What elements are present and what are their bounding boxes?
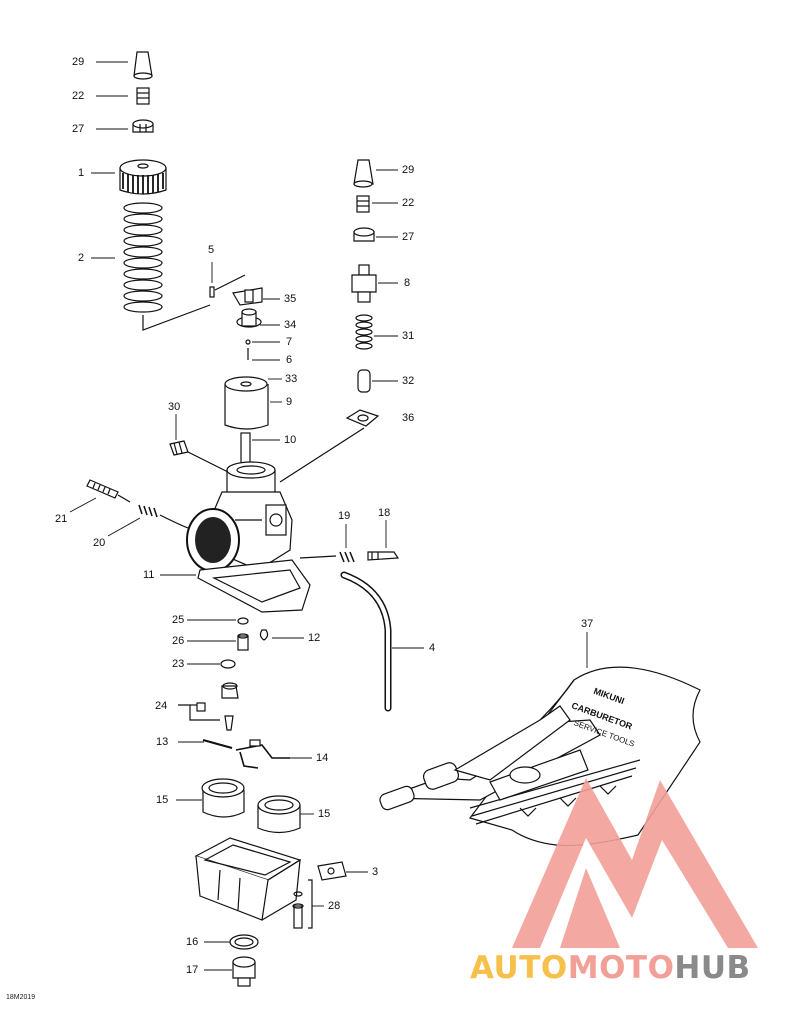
part-20-spring	[138, 504, 158, 518]
part-28-screws	[292, 891, 304, 929]
callout-7: 7	[286, 336, 293, 348]
bracket-24	[178, 704, 220, 721]
part-8-starter-plunger-nut	[351, 264, 377, 303]
part-34-needle-holder	[236, 308, 262, 328]
callout-13: 13	[156, 736, 169, 748]
part-7-washer	[245, 339, 251, 345]
part-21-air-screw	[86, 479, 131, 503]
callout-8: 8	[404, 277, 411, 289]
part-3-bracket	[317, 861, 347, 881]
part-14-float-arm	[235, 739, 290, 769]
assembly-line-30	[187, 451, 229, 473]
part-32-plunger	[357, 369, 371, 393]
callout-26: 26	[172, 635, 185, 647]
callout-11: 11	[143, 569, 155, 581]
part-26-needle-jet	[237, 633, 249, 651]
callout-14: 14	[316, 752, 329, 764]
assembly-line-20	[159, 514, 189, 529]
part-22-adjuster-left	[136, 87, 150, 105]
part-31-spring	[355, 314, 373, 350]
callout-33: 33	[285, 373, 298, 385]
callout-3: 3	[372, 866, 379, 878]
callout-24: 24	[155, 700, 168, 712]
part-12-clip	[259, 629, 269, 641]
callout-32: 32	[402, 375, 415, 387]
callout-10: 10	[284, 434, 297, 446]
callout-19: 19	[338, 510, 351, 522]
assembly-line-19	[299, 555, 337, 559]
callout-15-right: 15	[318, 808, 331, 820]
callout-18: 18	[378, 507, 391, 519]
callout-21: 21	[55, 513, 68, 525]
part-10-jet-needle	[240, 432, 251, 466]
assembly-line-spring	[142, 304, 211, 331]
drawing-code: 18M2019	[6, 994, 36, 1001]
part-29-cap-left	[133, 51, 153, 80]
callout-27-right: 27	[402, 231, 415, 243]
callout-37: 37	[581, 618, 594, 630]
part-22-adjuster-right	[356, 195, 370, 213]
callout-22-left: 22	[72, 90, 85, 102]
callout-34: 34	[284, 319, 297, 331]
part-35-plate	[232, 287, 263, 306]
part-19-spring	[339, 551, 355, 563]
brand-part-moto: MOTO	[567, 950, 675, 986]
part-15-float-left	[201, 778, 245, 818]
callout-23: 23	[172, 658, 185, 670]
callout-28: 28	[328, 900, 341, 912]
callout-25: 25	[172, 614, 185, 626]
part-27-nut-right	[353, 227, 375, 242]
callout-29-left: 29	[72, 56, 85, 68]
part-4-hose	[340, 571, 392, 712]
part-1-mixing-chamber-cap	[119, 159, 167, 195]
callout-4: 4	[429, 642, 436, 654]
bracket-28	[308, 879, 313, 929]
callout-16: 16	[186, 936, 199, 948]
callout-35: 35	[284, 293, 297, 305]
assembly-line-35	[214, 274, 246, 291]
callout-15-left: 15	[156, 794, 169, 806]
part-29-cap-right	[353, 159, 374, 188]
callout-6: 6	[286, 354, 293, 366]
part-25-washer	[237, 617, 249, 625]
part-5-clip	[209, 286, 215, 298]
callout-36: 36	[402, 412, 415, 424]
callout-5: 5	[208, 244, 215, 256]
part-17-drain-plug	[232, 956, 256, 987]
callout-30: 30	[168, 401, 181, 413]
brand-part-hub: HUB	[674, 950, 751, 986]
callout-1: 1	[78, 167, 85, 179]
callout-20: 20	[93, 537, 106, 549]
assembly-line-36	[279, 427, 365, 483]
part-30-pilot-jet	[169, 440, 189, 456]
callout-27-left: 27	[72, 123, 85, 135]
callout-29-right: 29	[402, 164, 415, 176]
part-24-needle-valve	[196, 682, 239, 731]
part-23-o-ring	[220, 659, 236, 669]
part-18-screw	[367, 551, 400, 561]
part-27-nut-left	[132, 119, 154, 133]
part-36-gasket	[345, 409, 380, 427]
part-float-bowl	[194, 837, 302, 921]
part-11-carburetor-body	[186, 461, 311, 613]
part-13-pin	[202, 739, 233, 749]
callout-31: 31	[402, 330, 415, 342]
watermark-logo	[512, 778, 758, 948]
part-37-tool-kit	[379, 666, 701, 847]
callout-2: 2	[78, 252, 85, 264]
brand-part-auto: AUTO	[470, 950, 568, 986]
part-2-throttle-spring	[123, 202, 163, 313]
watermark-brand-text: AUTOMOTOHUB	[470, 950, 751, 986]
callout-17: 17	[186, 964, 199, 976]
part-15-float-right	[257, 795, 301, 834]
part-16-gasket	[229, 934, 259, 950]
callout-12: 12	[308, 632, 321, 644]
callout-9: 9	[286, 396, 293, 408]
leader-lines	[69, 61, 588, 971]
part-9-throttle-slide	[224, 376, 269, 430]
callout-22-right: 22	[402, 197, 415, 209]
